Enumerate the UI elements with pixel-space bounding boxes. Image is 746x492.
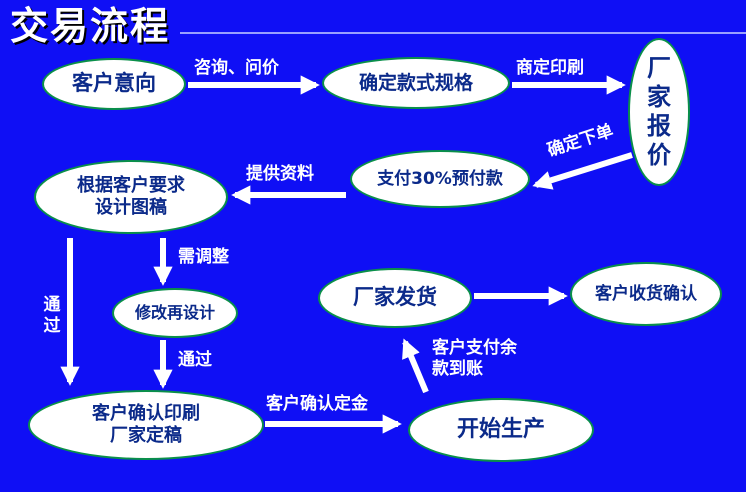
node-customer-confirm: 客户收货确认: [570, 262, 722, 326]
label-pass: 通过: [178, 350, 212, 370]
node-confirm-print: 客户确认印刷 厂家定稿: [28, 390, 264, 460]
node-start-production: 开始生产: [408, 398, 594, 462]
node-prepay: 支付30%预付款: [350, 150, 530, 208]
node-factory-quote: 厂家报价: [628, 38, 690, 186]
node-customer-intent: 客户意向: [42, 58, 186, 110]
label-confirm-deposit: 客户确认定金: [266, 394, 368, 414]
label-provide-info: 提供资料: [246, 164, 314, 184]
page-title: 交易流程: [10, 4, 171, 48]
title-underline: [180, 32, 746, 34]
label-negotiate-print: 商定印刷: [516, 58, 584, 78]
node-factory-ship: 厂家发货: [318, 268, 472, 328]
label-need-adjust: 需调整: [178, 247, 229, 267]
arrow-production-to-ship: [402, 338, 429, 394]
node-confirm-style: 确定款式规格: [322, 57, 510, 109]
node-redesign: 修改再设计: [112, 288, 238, 338]
node-design: 根据客户要求 设计图稿: [34, 160, 228, 234]
label-pass-vertical: 通过: [43, 295, 61, 337]
node-factory-quote-text: 厂家报价: [647, 54, 671, 169]
arrow-quote-to-prepay: [532, 152, 633, 190]
label-pay-balance: 客户支付余 款到账: [432, 338, 517, 380]
label-consult: 咨询、问价: [194, 58, 279, 78]
